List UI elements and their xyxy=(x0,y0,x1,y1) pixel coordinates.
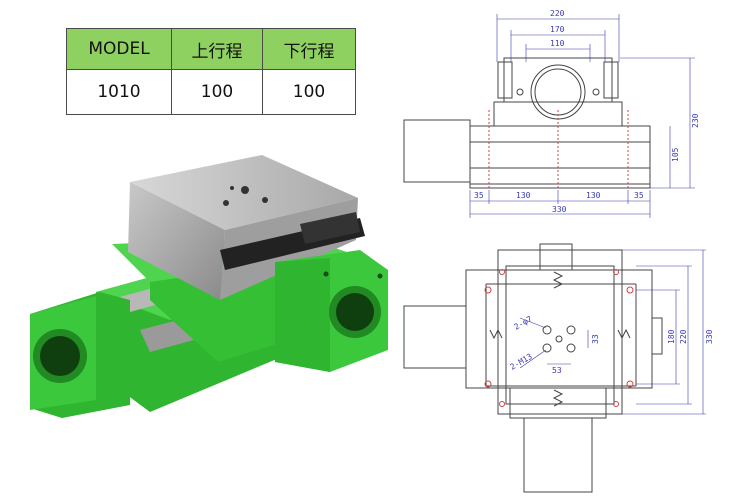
value-model: 1010 xyxy=(66,69,172,115)
hole-label-m13: 2-M13 xyxy=(509,352,535,372)
dim-width-220: 220 xyxy=(550,9,565,18)
dim-width-170: 170 xyxy=(550,25,565,34)
plan-view-dimensions xyxy=(519,249,706,415)
dim-hole-spacing-33: 33 xyxy=(591,334,600,344)
dim-total-330: 330 xyxy=(552,205,567,214)
dim-offset-left-35: 35 xyxy=(474,191,484,200)
dim-height-105: 105 xyxy=(671,147,680,162)
dim-width-110: 110 xyxy=(550,39,565,48)
header-model: MODEL xyxy=(66,28,172,70)
dim-pitch-130-a: 130 xyxy=(516,191,531,200)
value-lower-stroke: 100 xyxy=(262,69,356,115)
dim-plan-220: 220 xyxy=(679,329,688,344)
hole-label-phi7: 2-φ7 xyxy=(513,314,534,332)
front-elevation-drawing xyxy=(403,57,651,190)
dim-height-230: 230 xyxy=(691,113,700,128)
spec-table: MODEL 上行程 下行程 1010 100 100 xyxy=(66,28,356,115)
dim-hole-spacing-53: 53 xyxy=(552,366,562,375)
spec-value-row: 1010 100 100 xyxy=(66,69,356,115)
plan-view-drawing xyxy=(403,243,663,493)
front-elevation-dimensions xyxy=(469,14,695,218)
product-photo-xy-stage xyxy=(30,155,388,418)
dim-plan-330: 330 xyxy=(705,329,714,344)
dim-plan-180: 180 xyxy=(667,329,676,344)
dim-offset-right-35: 35 xyxy=(634,191,644,200)
dim-pitch-130-b: 130 xyxy=(586,191,601,200)
spec-header-row: MODEL 上行程 下行程 xyxy=(66,28,356,70)
value-upper-stroke: 100 xyxy=(171,69,263,115)
